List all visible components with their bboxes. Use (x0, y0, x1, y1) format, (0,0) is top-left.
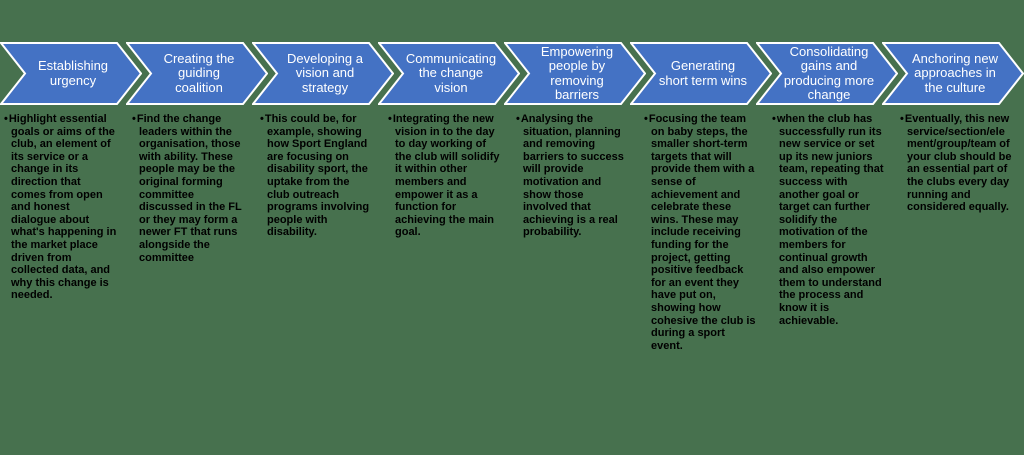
process-arrows: Establishing urgency Creating the guidin… (0, 0, 1024, 105)
chevron-arrow-icon (378, 42, 520, 105)
bullet-marker: • (388, 113, 392, 125)
step-body-6: •Focusing the team on baby steps, the sm… (640, 113, 768, 352)
step-title: Creating the guiding coalition (163, 50, 235, 95)
step-description-text: Highlight essential goals or aims of the… (8, 113, 117, 302)
step-description-text: when the club has successfully run its n… (776, 113, 884, 327)
step-body-7: •when the club has successfully run its … (768, 113, 896, 352)
bullet-marker: • (900, 113, 904, 125)
step-title: Empowering people by removing barriers (540, 43, 614, 102)
chevron-arrow-icon (252, 42, 394, 105)
bullet-marker: • (516, 113, 520, 125)
arrow-step-1: Establishing urgency (0, 42, 142, 105)
arrow-step-8: Anchoring new approaches in the culture (882, 42, 1024, 105)
step-title: Generating short term wins (658, 58, 748, 88)
step-description-text: Find the change leaders within the organ… (136, 113, 242, 264)
chevron-arrow-icon (756, 42, 898, 105)
step-description-text: Eventually, this new service/section/ele… (904, 113, 1012, 214)
chevron-arrow-icon (504, 42, 646, 105)
step-description-text: Focusing the team on baby steps, the sma… (648, 113, 756, 352)
bullet-marker: • (132, 113, 136, 125)
step-body-3: •This could be, for example, showing how… (256, 113, 384, 352)
arrow-step-5: Empowering people by removing barriers (504, 42, 646, 105)
step-title: Consolidating gains and producing more c… (783, 43, 875, 102)
step-body-1: •Highlight essential goals or aims of th… (0, 113, 128, 352)
step-body-2: •Find the change leaders within the orga… (128, 113, 256, 352)
step-body-8: •Eventually, this new service/section/el… (896, 113, 1024, 352)
arrow-step-2: Creating the guiding coalition (126, 42, 268, 105)
arrow-step-7: Consolidating gains and producing more c… (756, 42, 898, 105)
arrow-step-4: Communicating the change vision (378, 42, 520, 105)
bullet-marker: • (260, 113, 264, 125)
step-body-5: •Analysing the situation, planning and r… (512, 113, 640, 352)
step-description-text: Integrating the new vision in to the day… (392, 113, 500, 239)
step-title: Anchoring new approaches in the culture (912, 50, 998, 95)
step-descriptions: •Highlight essential goals or aims of th… (0, 113, 1024, 352)
step-title: Establishing urgency (37, 58, 109, 88)
chevron-arrow-icon (126, 42, 268, 105)
arrow-step-6: Generating short term wins (630, 42, 772, 105)
arrow-step-3: Developing a vision and strategy (252, 42, 394, 105)
step-title: Communicating the change vision (405, 50, 497, 95)
bullet-marker: • (644, 113, 648, 125)
step-title: Developing a vision and strategy (287, 50, 363, 95)
chevron-arrow-icon (630, 42, 772, 105)
bullet-marker: • (4, 113, 8, 125)
chevron-arrow-icon (0, 42, 142, 105)
step-description-text: Analysing the situation, planning and re… (520, 113, 624, 239)
bullet-marker: • (772, 113, 776, 125)
step-body-4: •Integrating the new vision in to the da… (384, 113, 512, 352)
chevron-arrow-icon (882, 42, 1024, 105)
step-description-text: This could be, for example, showing how … (264, 113, 370, 239)
